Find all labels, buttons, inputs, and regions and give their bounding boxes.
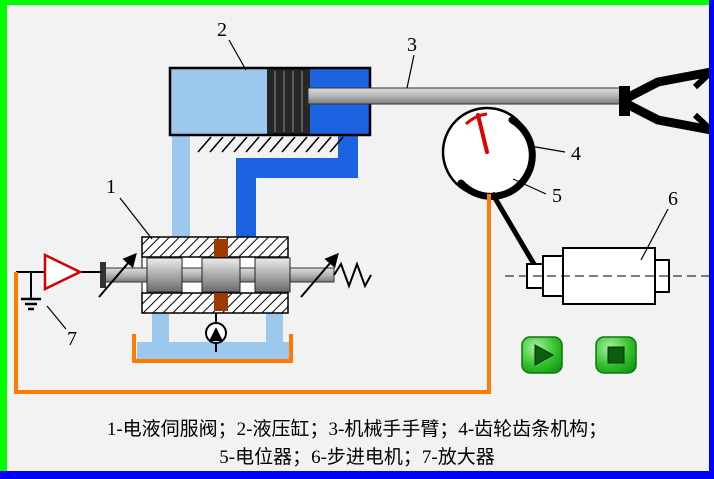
label-6: 6 bbox=[668, 188, 678, 210]
tank-fluid bbox=[137, 342, 289, 359]
mount-hatching bbox=[197, 136, 344, 153]
piston bbox=[267, 69, 310, 134]
solenoid-arrow-icon bbox=[300, 252, 339, 298]
hydraulic-cylinder bbox=[168, 66, 372, 153]
label-7: 7 bbox=[67, 328, 77, 350]
legend-line-2: 5-电位器；6-步进电机；7-放大器 bbox=[219, 447, 495, 468]
stepper-motor bbox=[505, 247, 712, 305]
amplifier-triangle bbox=[43, 253, 83, 291]
pump-check-valve-icon bbox=[205, 313, 227, 352]
legend-caption: 1-电液伺服阀；2-液压缸；3-机械手手臂；4-齿轮齿条机构； 5-电位器；6-… bbox=[10, 416, 704, 472]
play-button[interactable] bbox=[521, 336, 563, 374]
ground-icon bbox=[21, 272, 41, 311]
frame-border-bottom bbox=[0, 471, 714, 479]
wiper-arc bbox=[457, 116, 536, 200]
pot-motor-link bbox=[489, 191, 541, 273]
label-5: 5 bbox=[552, 185, 562, 207]
oil-tank bbox=[132, 334, 293, 363]
play-triangle-icon bbox=[534, 344, 555, 366]
label-1: 1 bbox=[106, 176, 116, 198]
frame-border-right bbox=[709, 0, 714, 479]
rack-pinion-gauge bbox=[441, 106, 536, 200]
needle bbox=[476, 113, 489, 154]
spring-icon bbox=[333, 261, 372, 289]
frame-border-left bbox=[0, 0, 7, 479]
tank-outline bbox=[132, 334, 293, 363]
legend-line-1: 1-电液伺服阀；2-液压缸；3-机械手手臂；4-齿轮齿条机构； bbox=[106, 419, 608, 440]
label-2: 2 bbox=[217, 19, 227, 41]
stop-button[interactable] bbox=[595, 336, 637, 374]
labels: 1 2 3 4 5 6 7 bbox=[46, 19, 678, 350]
label-4: 4 bbox=[571, 143, 581, 165]
spool-land bbox=[254, 257, 291, 293]
manipulator-arm bbox=[307, 67, 714, 135]
spool-land bbox=[146, 257, 183, 293]
solenoid-arrow-icon bbox=[98, 252, 137, 298]
feedback-wire bbox=[14, 194, 491, 394]
servo-valve bbox=[98, 236, 372, 314]
spool-land bbox=[201, 257, 241, 293]
gripper bbox=[619, 67, 714, 135]
label-3: 3 bbox=[407, 34, 417, 56]
frame-border-top bbox=[0, 0, 714, 5]
amplifier bbox=[16, 253, 102, 311]
stop-square-icon bbox=[607, 346, 625, 364]
